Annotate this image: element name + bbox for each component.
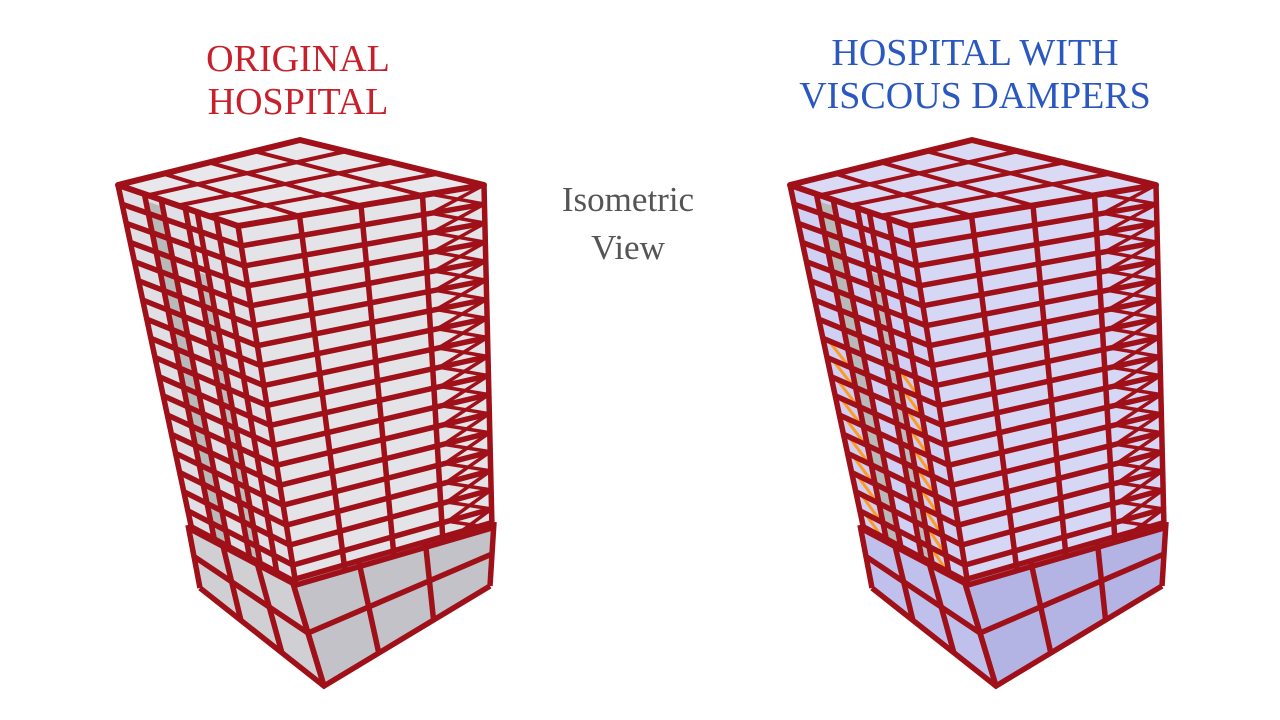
roof-edge (115, 137, 487, 229)
damped-hospital-title: HOSPITAL WITH VISCOUS DAMPERS (760, 32, 1190, 118)
x-brace (1109, 316, 1161, 350)
podium-column (891, 542, 916, 621)
core-wall-left (817, 201, 902, 550)
roof-beam (207, 171, 439, 218)
x-brace (442, 412, 491, 446)
x-brace (1105, 240, 1159, 273)
column (1030, 205, 1069, 557)
column (235, 225, 299, 586)
column (419, 195, 446, 543)
roof-beam (925, 149, 1096, 198)
podium-column (857, 524, 875, 589)
roof-beam (879, 171, 1111, 218)
podium-column (289, 579, 327, 687)
podium-left-face (188, 525, 324, 686)
x-brace (439, 355, 489, 389)
column (787, 184, 867, 531)
column (830, 199, 905, 551)
roof-beam (253, 149, 424, 198)
x-brace (445, 469, 492, 504)
column (213, 218, 280, 576)
damped-title-line1: HOSPITAL WITH (831, 32, 1119, 74)
x-brace (441, 393, 490, 427)
roof-beam (849, 160, 1065, 208)
podium-column (219, 542, 244, 621)
x-brace (1114, 412, 1163, 446)
x-brace (1116, 450, 1164, 485)
x-brace (1104, 221, 1158, 254)
roof-beam (177, 160, 393, 208)
column (115, 184, 195, 531)
x-brace (446, 488, 493, 523)
original-title-line1: ORIGINAL (206, 38, 390, 80)
podium-column (487, 521, 497, 587)
original-hospital-title: ORIGINAL HOSPITAL (150, 38, 446, 124)
podium-left-face (860, 525, 996, 686)
x-brace (444, 450, 492, 485)
roof-edge (787, 137, 1159, 229)
podium-column (925, 560, 957, 654)
column (1091, 195, 1118, 543)
x-brace (1112, 374, 1162, 408)
x-brace (1103, 202, 1158, 235)
podium-column (1159, 521, 1169, 587)
isometric-view-label: Isometric View (518, 176, 738, 271)
x-brace (430, 183, 485, 215)
x-brace (1107, 278, 1160, 312)
column (866, 211, 936, 567)
x-brace (434, 259, 487, 292)
x-brace (436, 297, 488, 331)
column (358, 205, 397, 557)
column (854, 207, 925, 562)
x-brace (1108, 297, 1160, 331)
x-brace (1110, 335, 1161, 369)
podium-column (355, 560, 382, 654)
x-brace (443, 431, 491, 465)
x-brace (435, 278, 488, 312)
core-wall-left (145, 201, 230, 550)
podium-column (253, 560, 285, 654)
view-label-line1: Isometric (561, 180, 695, 219)
column (968, 215, 1020, 572)
column (296, 215, 348, 572)
podium-column (961, 579, 999, 687)
x-brace (1118, 488, 1165, 523)
column (158, 199, 233, 551)
view-label-line2: View (591, 227, 665, 267)
x-brace (432, 221, 486, 254)
x-brace (1115, 431, 1163, 465)
column (813, 193, 890, 543)
podium-column (1094, 541, 1109, 621)
x-brace (431, 202, 486, 235)
podium-column (185, 524, 203, 589)
podium-column (1027, 560, 1054, 654)
x-brace (1113, 393, 1162, 427)
column (194, 211, 264, 567)
roof-deck (118, 140, 484, 226)
column (907, 225, 971, 586)
damped-title-line2: VISCOUS DAMPERS (799, 74, 1151, 117)
x-brace (440, 374, 490, 408)
podium-right-face (292, 522, 494, 686)
x-brace (438, 335, 489, 369)
column (885, 218, 952, 576)
column (182, 207, 253, 562)
roof-deck (790, 140, 1156, 226)
podium-right-face (964, 522, 1166, 686)
podium-column (422, 541, 437, 621)
x-brace (433, 240, 487, 273)
x-brace (1111, 355, 1161, 389)
original-title-line2: HOSPITAL (207, 80, 389, 123)
x-brace (1106, 259, 1159, 292)
x-brace (437, 316, 489, 350)
column (141, 193, 218, 543)
x-brace (1117, 469, 1164, 504)
x-brace (1102, 183, 1157, 215)
